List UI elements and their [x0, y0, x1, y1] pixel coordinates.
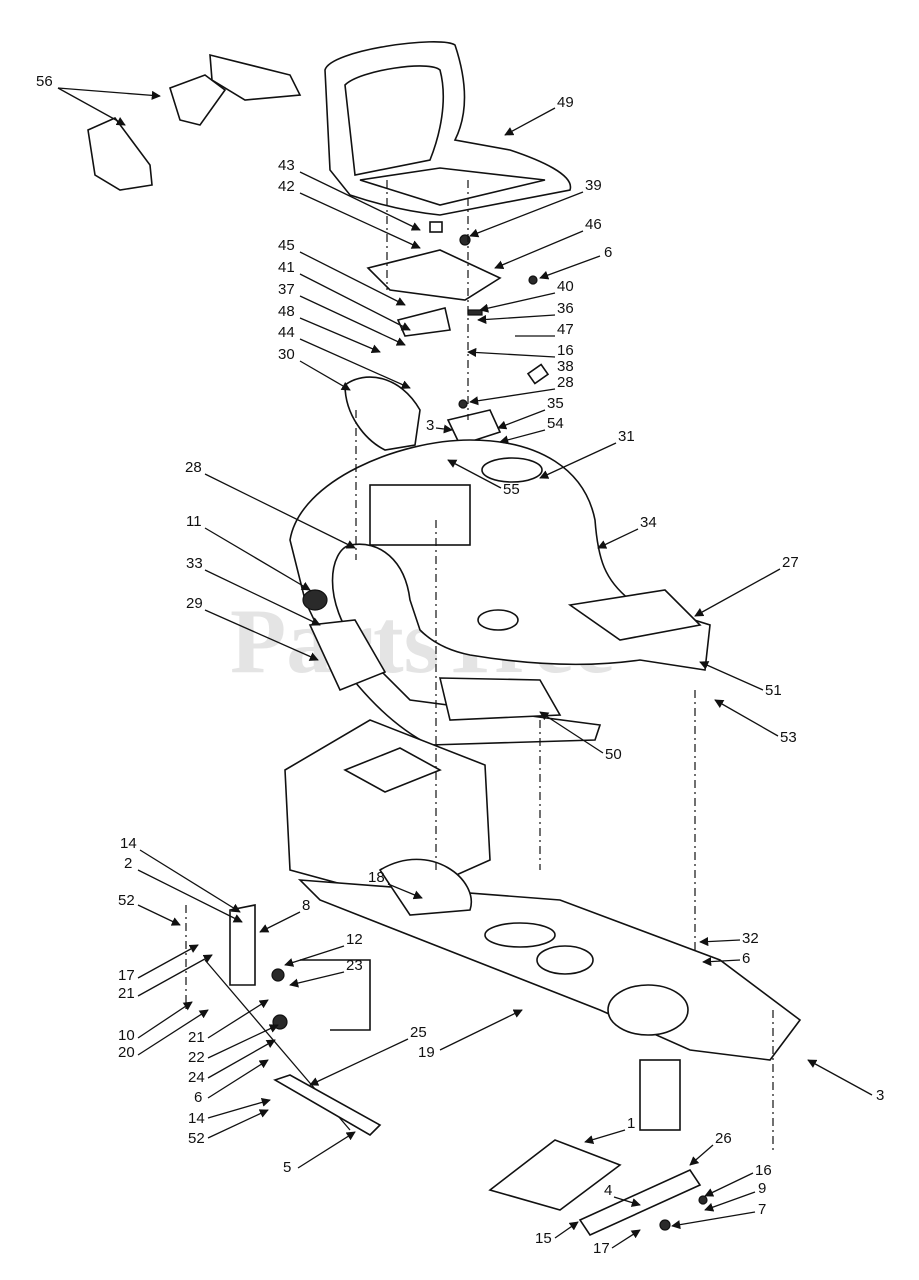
- seat: [324, 41, 572, 216]
- callout-43: 43: [278, 157, 295, 174]
- callout-46: 46: [585, 216, 602, 233]
- callout-27: 27: [782, 554, 799, 571]
- callout-26: 26: [715, 1130, 732, 1147]
- alignment-lines: [185, 180, 774, 1150]
- callout-22: 22: [188, 1049, 205, 1066]
- callout-14-top: 14: [120, 835, 137, 852]
- callout-4: 4: [604, 1182, 612, 1199]
- callout-31: 31: [618, 428, 635, 445]
- callout-38: 38: [557, 358, 574, 375]
- callout-3-right: 3: [876, 1087, 884, 1104]
- callout-15: 15: [535, 1230, 552, 1247]
- callout-11: 11: [186, 513, 202, 530]
- callout-25: 25: [410, 1024, 427, 1041]
- callout-49: 49: [557, 94, 574, 111]
- callout-55: 55: [503, 481, 520, 498]
- callout-1: 1: [627, 1115, 635, 1132]
- callout-20: 20: [118, 1044, 135, 1061]
- callout-19: 19: [418, 1044, 435, 1061]
- callout-17-bottom: 17: [593, 1240, 610, 1257]
- fender-body: [289, 439, 711, 746]
- callout-48: 48: [278, 303, 295, 320]
- callout-50: 50: [605, 746, 622, 763]
- dash-panel: [344, 376, 421, 451]
- callout-2: 2: [124, 855, 132, 872]
- callout-44: 44: [278, 324, 295, 341]
- callout-17-left: 17: [118, 967, 135, 984]
- callout-6-top: 6: [604, 244, 612, 261]
- callout-42: 42: [278, 178, 295, 195]
- callout-29: 29: [186, 595, 203, 612]
- hardware-group: [429, 221, 550, 462]
- callout-36: 36: [557, 300, 574, 317]
- callout-6-left: 6: [194, 1089, 202, 1106]
- callout-7: 7: [758, 1201, 766, 1218]
- callout-32: 32: [742, 930, 759, 947]
- callout-53: 53: [780, 729, 797, 746]
- callout-30: 30: [278, 346, 295, 363]
- callout-14-bottom: 14: [188, 1110, 205, 1127]
- callout-10: 10: [118, 1027, 135, 1044]
- callout-28-top: 28: [557, 374, 574, 391]
- seat-mounting-plate: [366, 249, 502, 337]
- callout-16-bottom: 16: [755, 1162, 772, 1179]
- tractor-frame: [284, 719, 802, 1131]
- callout-51: 51: [765, 682, 782, 699]
- callout-9: 9: [758, 1180, 766, 1197]
- callout-12: 12: [346, 931, 363, 948]
- callout-35: 35: [547, 395, 564, 412]
- callout-18: 18: [368, 869, 385, 886]
- callout-23: 23: [346, 957, 363, 974]
- lift-lever-assembly: [204, 904, 382, 1137]
- callout-37: 37: [278, 281, 295, 298]
- callout-45: 45: [278, 237, 295, 254]
- callout-3-top: 3: [426, 417, 434, 434]
- callout-28-left: 28: [185, 459, 202, 476]
- callout-56: 56: [36, 73, 53, 90]
- lift-handle-bar: [488, 1139, 708, 1237]
- callout-34: 34: [640, 514, 657, 531]
- callout-52-top: 52: [118, 892, 135, 909]
- callout-6-right: 6: [742, 950, 750, 967]
- callout-21-upper: 21: [118, 985, 135, 1002]
- callout-33: 33: [186, 555, 203, 572]
- callout-24: 24: [188, 1069, 205, 1086]
- seat-adjuster-bracket: [87, 53, 302, 191]
- callout-52-bottom: 52: [188, 1130, 205, 1147]
- callout-54: 54: [547, 415, 564, 432]
- callouts: 56 49 43 42 39 46 6 45 41 40 37 36: [36, 73, 884, 1257]
- callout-40: 40: [557, 278, 574, 295]
- callout-8: 8: [302, 897, 310, 914]
- callout-21-lower: 21: [188, 1029, 205, 1046]
- callout-16-top: 16: [557, 342, 574, 359]
- callout-47: 47: [557, 321, 574, 338]
- callout-5: 5: [283, 1159, 291, 1176]
- callout-39: 39: [585, 177, 602, 194]
- left-small-parts: [302, 589, 387, 692]
- callout-41: 41: [278, 259, 295, 276]
